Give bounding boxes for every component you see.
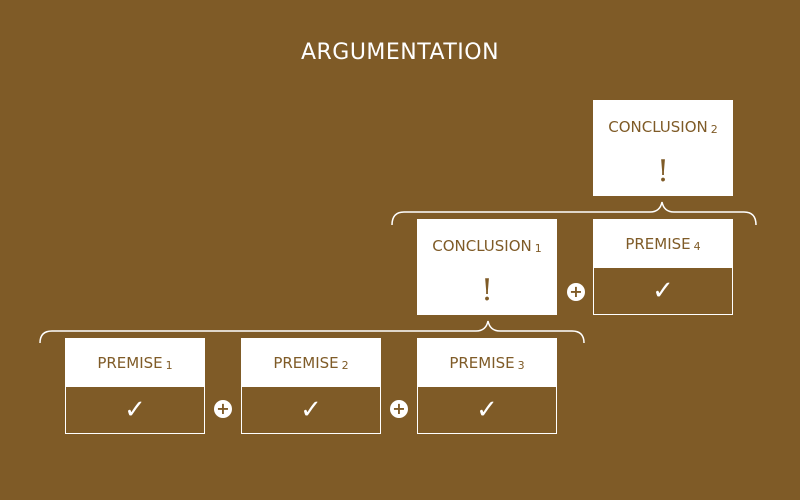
conclusion-2-number: 2 (710, 122, 718, 136)
diagram-title: ARGUMENTATION (300, 40, 500, 65)
checkmark-icon: ✓ (418, 387, 556, 433)
checkmark-icon: ✓ (66, 387, 204, 433)
premise-3-number: 3 (517, 358, 525, 372)
premise-2-label: PREMISE 2 (242, 339, 380, 387)
premise-3-text: PREMISE (449, 354, 515, 372)
conclusion-2-label: CONCLUSION 2 (594, 101, 732, 147)
checkmark-icon: ✓ (594, 268, 732, 314)
checkmark-icon: ✓ (242, 387, 380, 433)
exclamation-icon: ! (656, 153, 670, 189)
premise-1-box: PREMISE 1 ✓ (65, 338, 205, 434)
plus-icon: + (214, 400, 232, 418)
plus-icon: + (567, 283, 585, 301)
conclusion-1-label: CONCLUSION 1 (418, 220, 556, 266)
exclamation-icon: ! (480, 272, 494, 308)
brace-lower (39, 320, 585, 344)
premise-3-label: PREMISE 3 (418, 339, 556, 387)
premise-4-label: PREMISE 4 (594, 220, 732, 268)
conclusion-1-text: CONCLUSION (432, 237, 532, 255)
premise-4-box: PREMISE 4 ✓ (593, 219, 733, 315)
premise-1-number: 1 (165, 358, 173, 372)
premise-1-label: PREMISE 1 (66, 339, 204, 387)
premise-4-number: 4 (693, 239, 701, 253)
plus-icon: + (390, 400, 408, 418)
premise-2-box: PREMISE 2 ✓ (241, 338, 381, 434)
premise-2-number: 2 (341, 358, 349, 372)
premise-4-text: PREMISE (625, 235, 691, 253)
conclusion-2-text: CONCLUSION (608, 118, 708, 136)
conclusion-1-box: CONCLUSION 1 ! (417, 219, 557, 315)
premise-3-box: PREMISE 3 ✓ (417, 338, 557, 434)
brace-upper (391, 201, 757, 226)
premise-1-text: PREMISE (97, 354, 163, 372)
premise-2-text: PREMISE (273, 354, 339, 372)
conclusion-2-box: CONCLUSION 2 ! (593, 100, 733, 196)
conclusion-1-number: 1 (534, 241, 542, 255)
